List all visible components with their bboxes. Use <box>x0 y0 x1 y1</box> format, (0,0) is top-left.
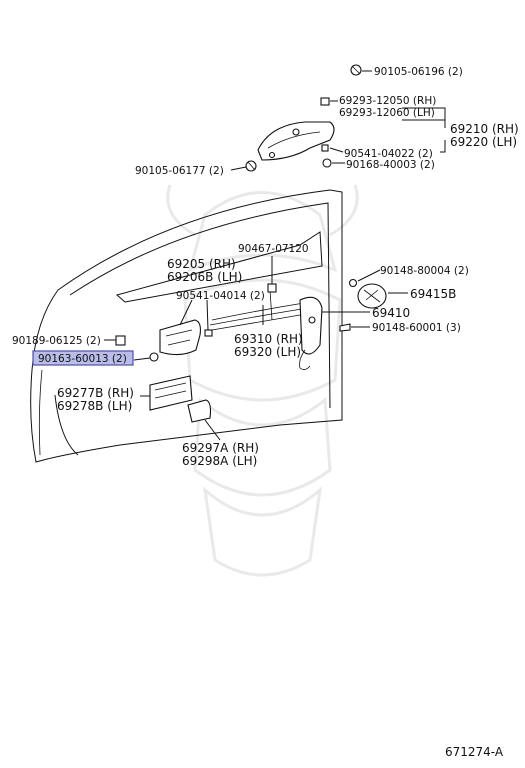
label-69220: 69220 (LH) <box>450 135 517 149</box>
label-69410: 69410 <box>372 306 410 320</box>
label-69310: 69310 (RH) <box>234 332 303 346</box>
label-69278b: 69278B (LH) <box>57 399 132 413</box>
inside-handle <box>159 319 201 356</box>
inside-handle-bezel <box>149 375 193 411</box>
screw-90105-06196 <box>350 64 362 76</box>
label-90168-40003: 90168-40003 (2) <box>346 159 435 171</box>
label-69320: 69320 (LH) <box>234 345 301 359</box>
label-90189-06125: 90189-06125 (2) <box>12 335 101 347</box>
label-90541-04014: 90541-04014 (2) <box>176 290 265 302</box>
label-69297a: 69297A (RH) <box>182 441 259 455</box>
label-69298a: 69298A (LH) <box>182 454 257 468</box>
label-90541-04022: 90541-04022 (2) <box>344 148 433 160</box>
outside-handle <box>257 121 335 161</box>
screw-90168-40003 <box>322 158 332 168</box>
door-lock-cover <box>357 283 387 309</box>
diagram-id: 671274-A <box>445 745 504 759</box>
clip-90189-06125 <box>115 335 126 346</box>
highlight-box <box>32 350 134 366</box>
label-90105-06196: 90105-06196 (2) <box>374 66 463 78</box>
label-69210: 69210 (RH) <box>450 122 519 136</box>
label-69206b: 69206B (LH) <box>167 270 242 284</box>
leader-lines <box>104 70 446 441</box>
label-69415b: 69415B <box>410 287 456 301</box>
label-69277b: 69277B (RH) <box>57 386 134 400</box>
label-69293-12050: 69293-12050 (RH) <box>339 95 436 107</box>
label-69293-12060: 69293-12060 (LH) <box>339 107 435 119</box>
label-90148-80004: 90148-80004 (2) <box>380 265 469 277</box>
nut-90541-04022 <box>321 144 329 152</box>
handle-cover <box>187 399 212 423</box>
screw-90105-06177 <box>245 160 257 172</box>
screw-90148-80004 <box>348 278 358 288</box>
screw-90163-60013 <box>149 352 159 362</box>
label-90163-60013: 90163-60013 (2) <box>38 353 127 365</box>
nut-90541-04014 <box>204 329 213 337</box>
door-lock <box>299 296 323 370</box>
label-90105-06177: 90105-06177 (2) <box>135 165 224 177</box>
watermark-emblem <box>166 184 359 577</box>
label-90148-60001: 90148-60001 (3) <box>372 322 461 334</box>
label-90467-07120: 90467-07120 <box>238 243 309 255</box>
clip-69293 <box>320 97 330 106</box>
label-69205: 69205 (RH) <box>167 257 236 271</box>
screw-90148-60001 <box>339 323 351 332</box>
